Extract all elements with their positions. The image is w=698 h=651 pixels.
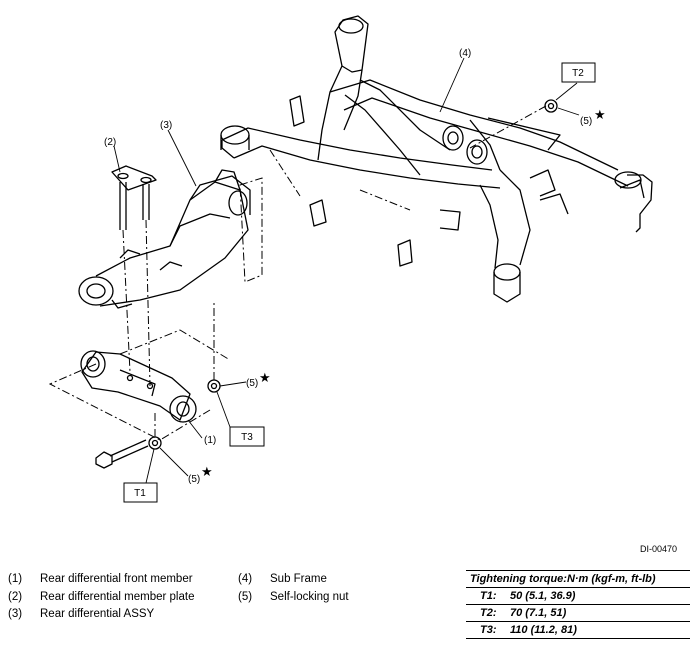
rear-differential-member-plate xyxy=(111,165,157,230)
torque-row: T3: 110 (11.2, 81) xyxy=(466,622,690,639)
star-mark-bottom: ★ xyxy=(201,465,213,480)
tightening-torque-table: Tightening torque:N·m (kgf-m, ft-lb) T1:… xyxy=(466,570,690,639)
legend-item: (4) Sub Frame xyxy=(238,573,327,585)
callout-5-middle: (5) xyxy=(246,378,258,389)
torque-row: T1: 50 (5.1, 36.9) xyxy=(466,588,690,605)
svg-text:T1: T1 xyxy=(134,488,146,499)
legend-item: (3) Rear differential ASSY xyxy=(8,608,155,620)
callout-5-top: (5) xyxy=(580,116,592,127)
svg-text:T2: T2 xyxy=(572,68,584,79)
rear-differential-front-member xyxy=(80,350,197,423)
torque-heading: Tightening torque:N·m (kgf-m, ft-lb) xyxy=(466,570,690,588)
callout-3: (3) xyxy=(160,120,172,131)
legend-item: (5) Self-locking nut xyxy=(238,590,349,603)
callout-2: (2) xyxy=(104,137,116,148)
svg-text:T3: T3 xyxy=(241,432,253,443)
mounting-bolt xyxy=(95,439,149,469)
sub-frame xyxy=(220,15,653,303)
torque-box-t2: T2 xyxy=(561,62,596,83)
star-mark-middle: ★ xyxy=(259,371,271,386)
torque-box-t1: T1 xyxy=(123,482,158,503)
alignment-lines xyxy=(48,105,547,441)
rear-differential-assy xyxy=(78,169,251,309)
callout-1: (1) xyxy=(204,435,216,446)
star-mark-top: ★ xyxy=(594,108,606,123)
torque-box-t3: T3 xyxy=(229,426,265,447)
self-locking-nuts xyxy=(148,99,558,450)
callout-5-bottom: (5) xyxy=(188,474,200,485)
legend-item: (2) Rear differential member plate xyxy=(8,590,195,603)
callout-leaders xyxy=(113,57,580,484)
torque-row: T2: 70 (7.1, 51) xyxy=(466,605,690,622)
legend-right: (4) Sub Frame (5) Self-locking nut xyxy=(238,571,349,606)
legend-item: (1) Rear differential front member xyxy=(8,573,193,585)
legend-left: (1) Rear differential front member (2) R… xyxy=(8,571,194,624)
diagram-code: DI-00470 xyxy=(640,544,678,554)
exploded-assembly-diagram: T2 T3 T1 (2) (3) (4) (1) (5) (5) (5) ★ ★… xyxy=(48,15,653,503)
callout-4: (4) xyxy=(459,48,471,59)
